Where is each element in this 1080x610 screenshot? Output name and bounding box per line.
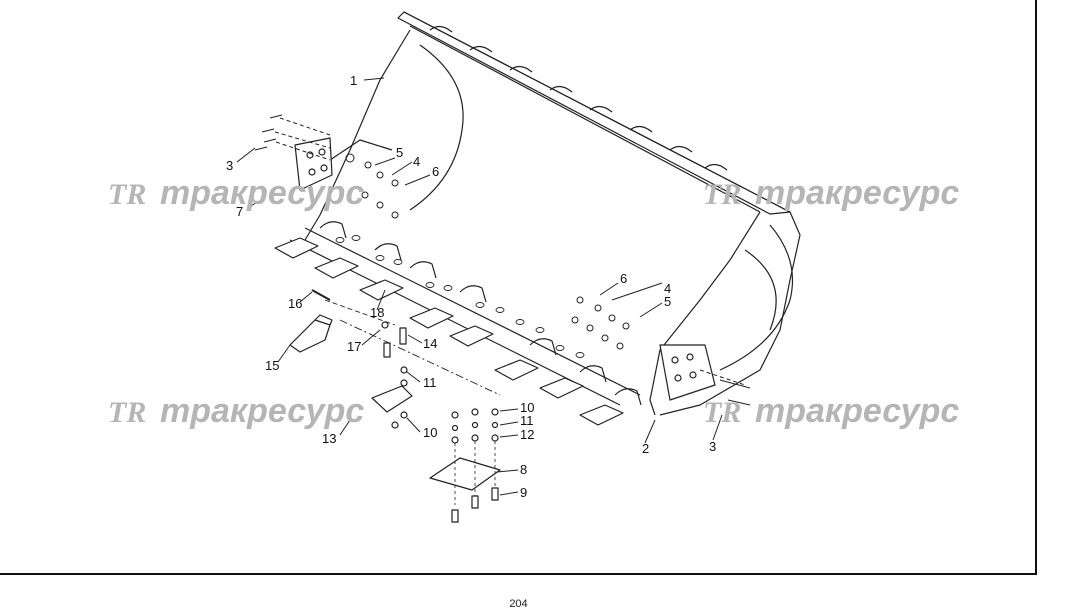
callout-6: 6 [620,271,627,286]
callout-1: 1 [350,73,357,88]
edge-bolt-holes [335,235,585,358]
leader-lines [236,77,723,496]
callout-6: 6 [432,164,439,179]
adapter-assembly [371,327,413,429]
callout-13: 13 [322,431,336,446]
callout-15: 15 [265,358,279,373]
watermark-top-right: TR тракресурс [703,174,959,212]
watermark-top-left: TR тракресурс [108,174,364,212]
callout-3: 3 [709,439,716,454]
callout-5: 5 [396,145,403,160]
callout-17: 17 [347,339,361,354]
callout-4: 4 [413,154,420,169]
callout-11: 11 [423,375,437,390]
watermark-logo: TR [703,396,741,429]
loose-parts [289,289,501,396]
watermark-logo: TR [108,396,146,429]
callout-4: 4 [664,281,671,296]
left-bolts [254,114,399,219]
watermark-text: тракресурс [755,174,959,212]
watermark-text: тракресурс [160,174,364,212]
callout-9: 9 [520,485,527,500]
watermark-logo: TR [108,178,146,211]
callout-3: 3 [226,158,233,173]
bucket-body [289,11,801,416]
watermark-bottom-left: TR тракресурс [108,392,364,430]
watermark-bottom-right: TR тракресурс [703,392,959,430]
callout-12: 12 [520,427,534,442]
right-bolts [571,296,751,406]
watermark-text: тракресурс [755,392,959,430]
drawing-frame [0,0,1037,575]
callout-18: 18 [370,305,384,320]
page-number: 204 [509,598,528,610]
callout-10: 10 [423,425,437,440]
callout-7: 7 [236,204,243,219]
wear-plate-assembly [429,408,501,523]
tooth-row [274,221,642,426]
callout-labels: 1 2 3 3 4 4 5 5 6 6 7 8 9 10 10 11 11 12… [226,73,716,500]
callout-2: 2 [642,441,649,456]
callout-10: 10 [520,400,534,415]
callout-8: 8 [520,462,527,477]
watermark-text: тракресурс [160,392,364,430]
callout-11: 11 [520,413,534,428]
callout-5: 5 [664,294,671,309]
callout-14: 14 [423,336,437,351]
callout-16: 16 [288,296,302,311]
watermark-logo: TR [703,178,741,211]
